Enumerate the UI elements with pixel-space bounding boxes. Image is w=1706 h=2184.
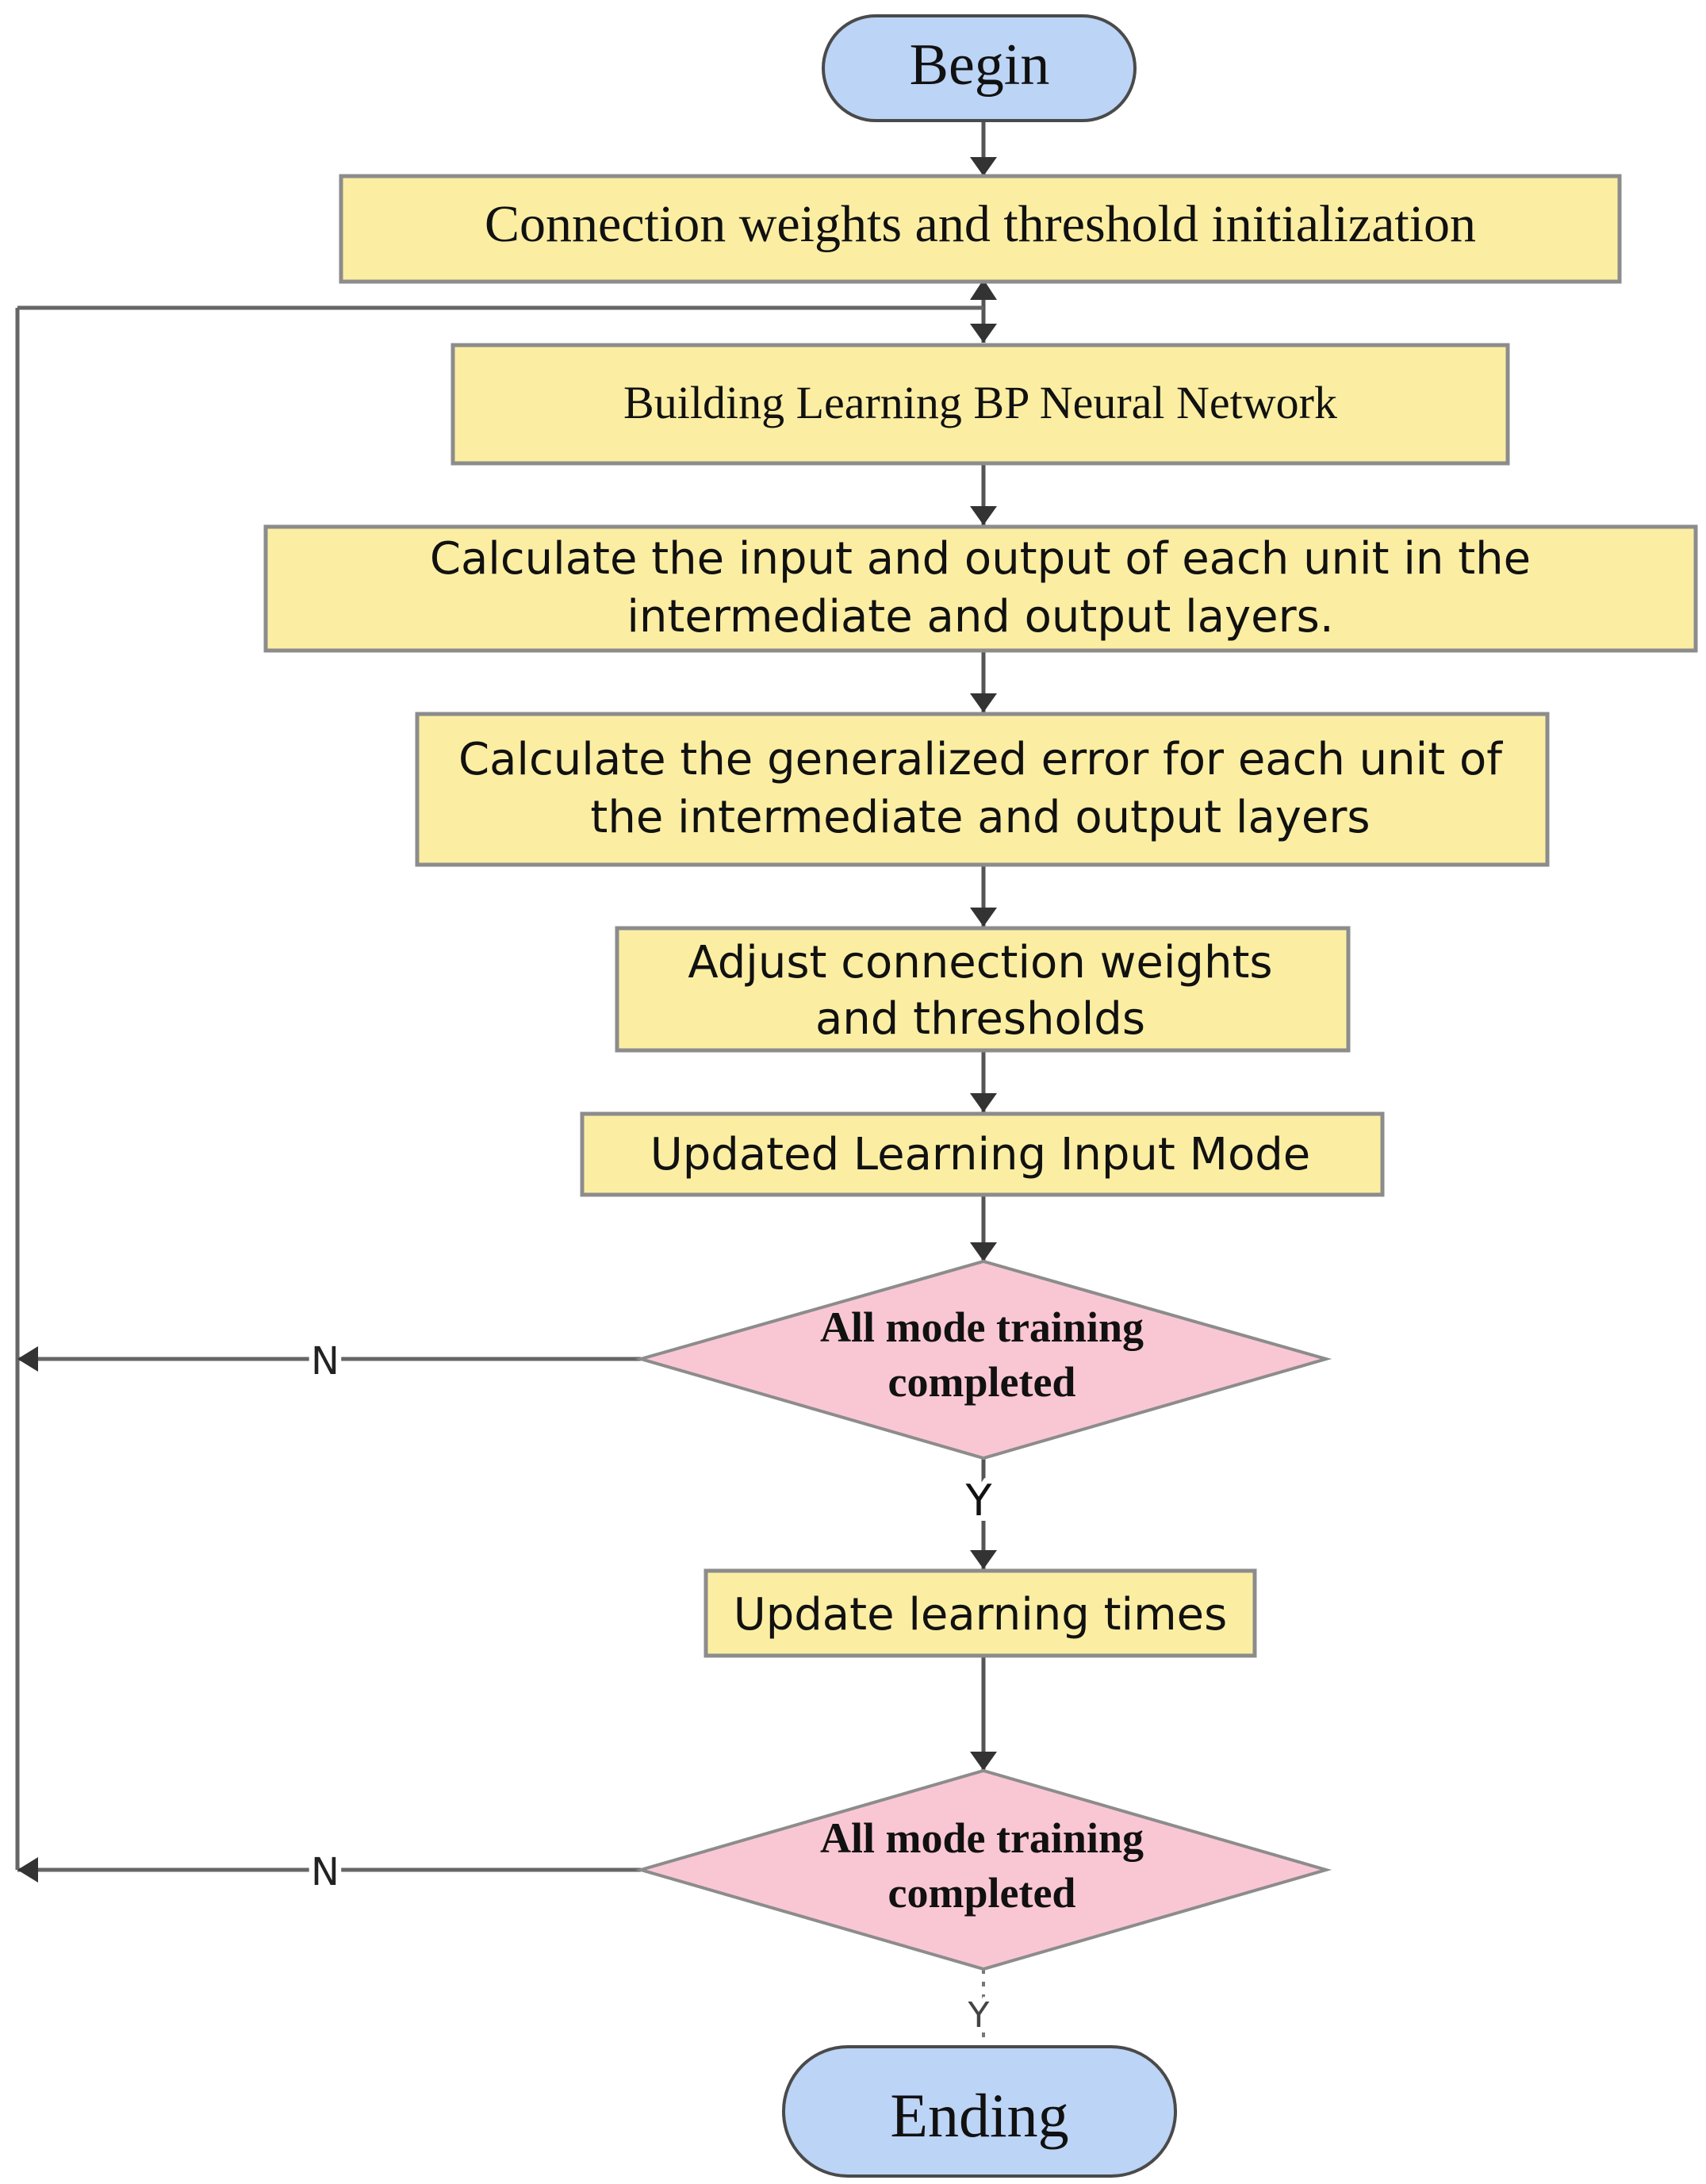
arrowhead: [970, 1093, 997, 1112]
decision2-yes-label: Y: [968, 1995, 990, 2036]
process-adjust-weights: Adjust connection weights and thresholds: [615, 926, 1351, 1053]
build-label: Building Learning BP Neural Network: [623, 377, 1337, 428]
decision1-no-label: N: [311, 1339, 339, 1384]
end-label: Ending: [890, 2081, 1068, 2150]
arrowhead: [970, 1550, 997, 1569]
decision2-line2: completed: [888, 1869, 1076, 1917]
calc-err-line2: the intermediate and output layers: [590, 792, 1370, 843]
arrowhead-up: [970, 279, 997, 300]
process-update-input-mode: Updated Learning Input Mode: [580, 1111, 1385, 1197]
arrowhead-left: [17, 1857, 38, 1883]
process-build-network: Building Learning BP Neural Network: [450, 343, 1510, 466]
calc-io-line1: Calculate the input and output of each u…: [430, 533, 1531, 585]
decision1-yes-label: Y: [965, 1476, 993, 1526]
arrowhead: [970, 1752, 997, 1771]
decision1-line1: All mode training: [820, 1303, 1144, 1351]
calc-io-line2: intermediate and output layers.: [627, 591, 1333, 643]
decision1-line2: completed: [888, 1358, 1076, 1406]
update-input-label: Updated Learning Input Mode: [650, 1129, 1310, 1180]
arrowhead: [970, 324, 997, 343]
adjust-line1: Adjust connection weights: [688, 937, 1272, 988]
process-calc-error: Calculate the generalized error for each…: [415, 712, 1550, 867]
arrowhead: [970, 908, 997, 927]
decision2-no-label: N: [311, 1850, 339, 1894]
decision-1: All mode training completed: [634, 1259, 1332, 1460]
process-update-learning-times: Update learning times: [703, 1568, 1257, 1658]
init-label: Connection weights and threshold initial…: [485, 195, 1476, 253]
decision2-line1: All mode training: [820, 1814, 1144, 1862]
adjust-line2: and thresholds: [815, 993, 1145, 1045]
process-calc-io: Calculate the input and output of each u…: [263, 524, 1698, 653]
process-init: Connection weights and threshold initial…: [339, 174, 1622, 284]
decision-2: All mode training completed: [634, 1768, 1332, 1971]
begin-label: Begin: [910, 33, 1050, 98]
begin-terminal: Begin: [822, 14, 1137, 122]
arrowhead: [970, 1242, 997, 1261]
update-times-label: Update learning times: [734, 1589, 1228, 1641]
arrowhead-left: [17, 1346, 38, 1372]
end-terminal: Ending: [782, 2045, 1177, 2178]
arrowhead: [970, 506, 997, 525]
connectors: [15, 121, 997, 2045]
calc-err-line1: Calculate the generalized error for each…: [458, 734, 1503, 785]
arrowhead: [970, 157, 997, 176]
arrowhead: [970, 693, 997, 712]
